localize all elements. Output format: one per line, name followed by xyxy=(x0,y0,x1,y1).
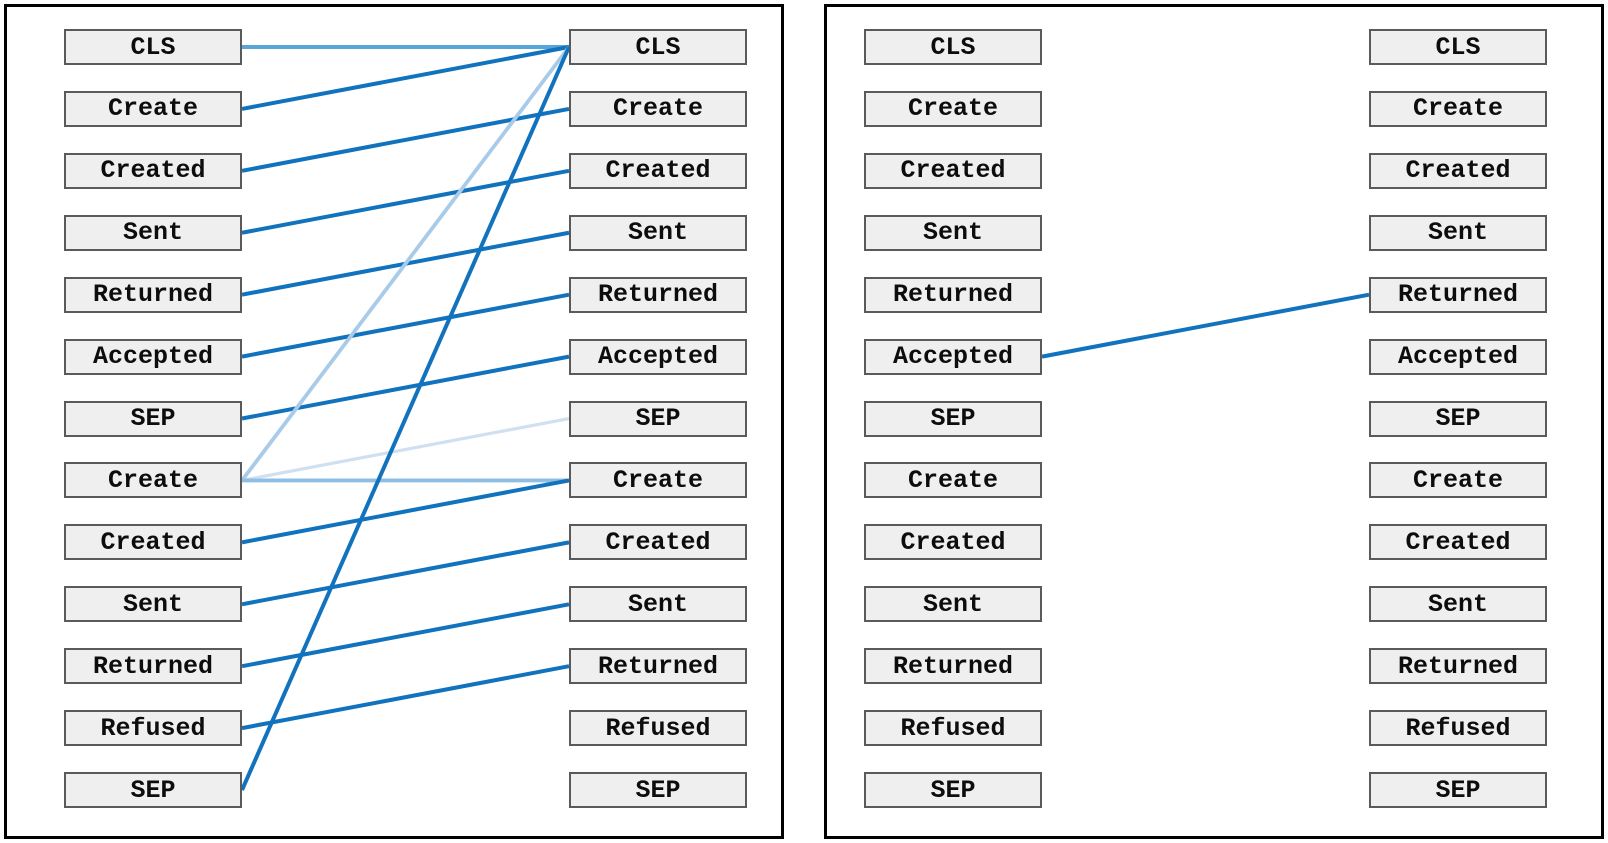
attention-edge-8-7 xyxy=(241,478,570,545)
token-target-3: Sent xyxy=(569,214,747,251)
token-source-9: Sent xyxy=(64,586,242,623)
token-source-10: Returned xyxy=(64,648,242,685)
token-target-4: Returned xyxy=(1369,276,1547,313)
token-target-11: Refused xyxy=(1369,710,1547,747)
attention-edge-10-9 xyxy=(241,602,570,669)
attention-edges-layer xyxy=(1041,292,1370,359)
token-source-2: Created xyxy=(864,152,1042,189)
token-target-1: Create xyxy=(569,90,747,127)
attention-edge-9-8 xyxy=(241,540,570,607)
token-target-0: CLS xyxy=(569,29,747,65)
attention-edge-11-10 xyxy=(241,664,570,731)
token-source-10: Returned xyxy=(864,648,1042,685)
token-source-4: Returned xyxy=(64,276,242,313)
token-target-6: SEP xyxy=(569,400,747,437)
token-target-0: CLS xyxy=(1369,29,1547,65)
token-target-12: SEP xyxy=(1369,772,1547,809)
attention-edge-5-4 xyxy=(241,292,570,359)
token-source-3: Sent xyxy=(64,214,242,251)
token-target-1: Create xyxy=(1369,90,1547,127)
token-source-3: Sent xyxy=(864,214,1042,251)
token-target-5: Accepted xyxy=(1369,338,1547,375)
token-target-8: Created xyxy=(569,524,747,561)
token-target-7: Create xyxy=(1369,462,1547,499)
token-source-1: Create xyxy=(64,90,242,127)
attention-edges-layer xyxy=(240,45,571,791)
token-target-2: Created xyxy=(1369,152,1547,189)
token-source-9: Sent xyxy=(864,586,1042,623)
token-target-9: Sent xyxy=(1369,586,1547,623)
token-source-11: Refused xyxy=(64,710,242,747)
token-source-7: Create xyxy=(864,462,1042,499)
token-target-7: Create xyxy=(569,462,747,499)
attention-edge-1-0 xyxy=(241,45,570,111)
token-target-2: Created xyxy=(569,152,747,189)
token-target-11: Refused xyxy=(569,710,747,747)
attention-edge-7-0 xyxy=(240,45,571,482)
token-source-6: SEP xyxy=(64,400,242,437)
attention-edge-7-6 xyxy=(241,416,570,483)
token-target-10: Returned xyxy=(1369,648,1547,685)
token-target-10: Returned xyxy=(569,648,747,685)
token-source-5: Accepted xyxy=(64,338,242,375)
token-target-8: Created xyxy=(1369,524,1547,561)
token-source-12: SEP xyxy=(64,772,242,809)
attention-edge-3-2 xyxy=(241,168,570,235)
attention-edge-6-5 xyxy=(241,354,570,421)
token-target-5: Accepted xyxy=(569,338,747,375)
token-target-12: SEP xyxy=(569,772,747,809)
token-target-3: Sent xyxy=(1369,214,1547,251)
token-source-1: Create xyxy=(864,90,1042,127)
token-target-6: SEP xyxy=(1369,400,1547,437)
token-target-4: Returned xyxy=(569,276,747,313)
attention-edge-12-0 xyxy=(240,46,571,791)
token-source-5: Accepted xyxy=(864,338,1042,375)
token-source-7: Create xyxy=(64,462,242,499)
token-source-8: Created xyxy=(64,524,242,561)
token-source-11: Refused xyxy=(864,710,1042,747)
token-source-2: Created xyxy=(64,152,242,189)
token-source-4: Returned xyxy=(864,276,1042,313)
token-source-6: SEP xyxy=(864,400,1042,437)
token-source-0: CLS xyxy=(64,29,242,65)
token-source-12: SEP xyxy=(864,772,1042,809)
token-source-0: CLS xyxy=(864,29,1042,65)
token-source-8: Created xyxy=(864,524,1042,561)
attention-edge-5-4 xyxy=(1041,292,1370,359)
token-target-9: Sent xyxy=(569,586,747,623)
